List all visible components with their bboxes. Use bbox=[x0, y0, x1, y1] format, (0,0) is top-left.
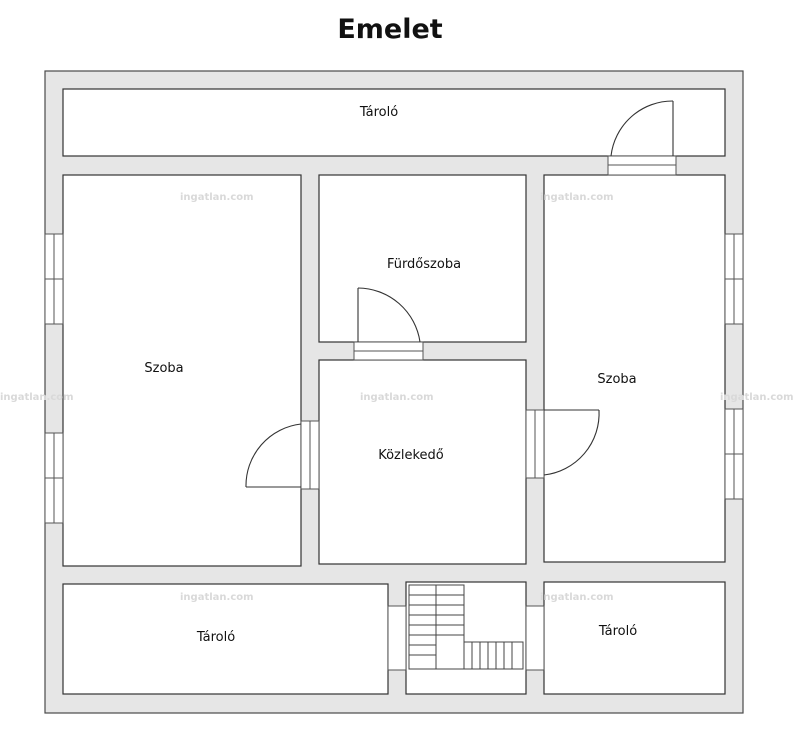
watermark: ingatlan.com bbox=[0, 392, 74, 403]
label-corridor: Közlekedő bbox=[378, 448, 444, 463]
label-left-szoba: Szoba bbox=[144, 361, 183, 376]
watermark: ingatlan.com bbox=[180, 592, 254, 603]
stair-opening-right bbox=[525, 605, 545, 671]
room-corridor bbox=[318, 359, 527, 565]
room-top-storage bbox=[62, 88, 726, 157]
label-top-storage: Tároló bbox=[359, 105, 398, 120]
label-bottom-right-storage: Tároló bbox=[598, 624, 637, 639]
room-stairwell bbox=[405, 581, 527, 695]
door-bathroom bbox=[353, 287, 424, 361]
label-bottom-left-storage: Tároló bbox=[196, 630, 235, 645]
window-right-upper bbox=[724, 233, 744, 325]
door-left-room bbox=[245, 420, 320, 490]
watermark: ingatlan.com bbox=[540, 192, 614, 203]
watermark: ingatlan.com bbox=[720, 392, 794, 403]
label-right-szoba: Szoba bbox=[597, 372, 636, 387]
floor-title: Emelet bbox=[337, 14, 443, 45]
room-bottom-left-storage bbox=[62, 583, 389, 695]
room-bottom-right-storage bbox=[543, 581, 726, 695]
label-bathroom: Fürdőszoba bbox=[387, 257, 461, 272]
window-left-upper bbox=[44, 233, 64, 325]
watermark: ingatlan.com bbox=[360, 392, 434, 403]
watermark: ingatlan.com bbox=[180, 192, 254, 203]
room-left-szoba bbox=[62, 174, 302, 567]
room-right-szoba bbox=[543, 174, 726, 563]
room-bathroom bbox=[318, 174, 527, 343]
stair-opening-left bbox=[387, 605, 407, 671]
door-right-room bbox=[525, 409, 600, 479]
watermark: ingatlan.com bbox=[540, 592, 614, 603]
door-top-storage bbox=[607, 100, 677, 176]
staircase bbox=[408, 584, 524, 670]
window-left-lower bbox=[44, 432, 64, 524]
window-right-lower bbox=[724, 408, 744, 500]
